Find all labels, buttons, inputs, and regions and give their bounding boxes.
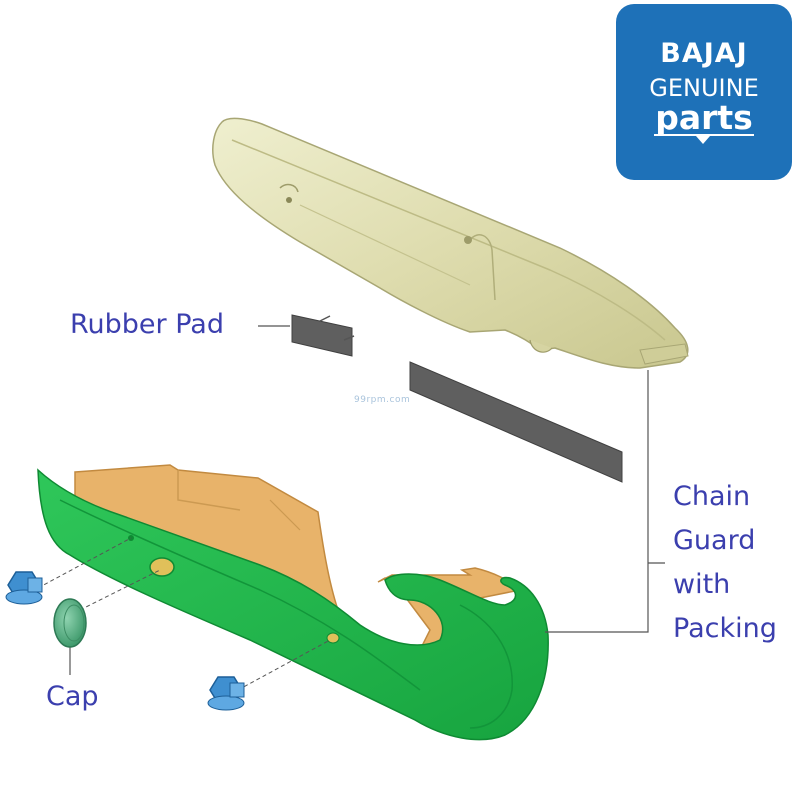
- logo-brand: BAJAJ: [660, 38, 748, 69]
- chain-guard-label-line: Chain: [673, 481, 751, 512]
- upper-chain-guard: [212, 117, 689, 369]
- bajaj-genuine-parts-logo: BAJAJ GENUINE parts: [616, 4, 792, 180]
- chain-guard-label: Chain Guard with Packing: [673, 475, 798, 651]
- chain-guard-label-line: Guard: [673, 525, 756, 556]
- rubber-pad-label: Rubber Pad: [70, 309, 224, 340]
- cap-part: [53, 598, 87, 648]
- watermark: 99rpm.com: [354, 395, 411, 405]
- lower-chain-guard: [37, 468, 549, 741]
- rubber-pad-long: [409, 361, 623, 483]
- logo-parts: parts: [655, 98, 753, 137]
- rubber-pad-small: [291, 314, 355, 357]
- cap-label: Cap: [46, 681, 99, 712]
- logo-underline: [654, 134, 754, 136]
- leader-lines: [37, 325, 665, 691]
- chain-guard-label-line: Packing: [673, 613, 777, 644]
- bolt-lower: [207, 676, 245, 711]
- chain-guard-label-line: with: [673, 569, 731, 600]
- logo-genuine: GENUINE: [649, 74, 759, 102]
- logo-arrow-icon: [696, 136, 710, 144]
- bolt-upper: [5, 571, 43, 605]
